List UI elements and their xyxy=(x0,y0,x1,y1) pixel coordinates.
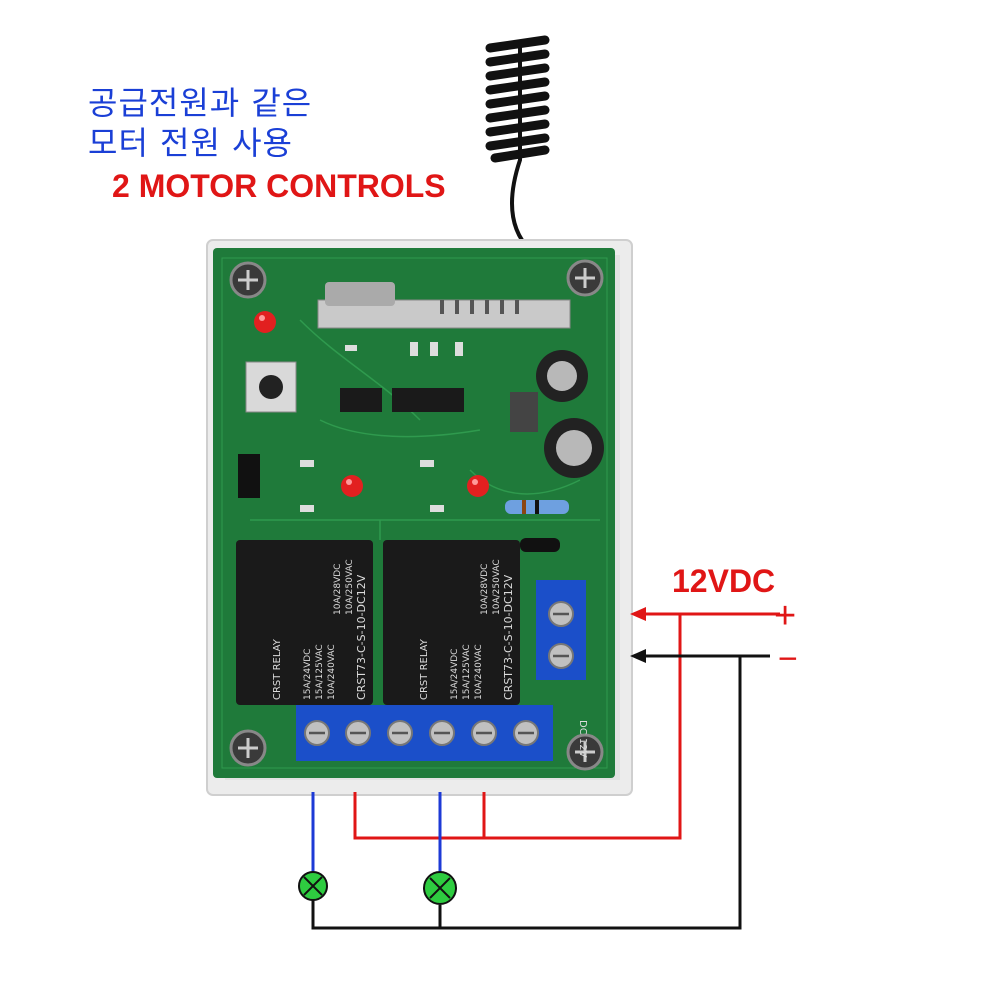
relay-2-rating-c: 15A/24VDC xyxy=(450,649,460,700)
relay-1-rating-b: 10A/250VAC xyxy=(345,559,355,615)
title-line-1: 공급전원과 같은 xyxy=(88,84,313,122)
subtitle: 2 MOTOR CONTROLS xyxy=(112,168,446,204)
relay-2-model: CRST73-C-S-10-DC12V xyxy=(502,574,515,700)
led-icon xyxy=(341,475,363,497)
negative-wire xyxy=(311,654,770,930)
relay-1-rating-d: 15A/125VAC xyxy=(315,644,325,700)
led-icon xyxy=(467,475,489,497)
relay-2: CRST RELAY CRST73-C-S-10-DC12V 10A/28VDC… xyxy=(383,540,520,705)
relay-2-rating-e: 10A/240VAC xyxy=(474,644,484,700)
capacitor xyxy=(536,350,588,402)
relay-2-rating-d: 15A/125VAC xyxy=(462,644,472,700)
screw-icon xyxy=(566,259,604,297)
capacitor xyxy=(544,418,604,478)
voltage-label: 12VDC xyxy=(672,563,775,599)
screw-icon xyxy=(566,733,604,771)
relay-2-brand: CRST RELAY xyxy=(419,638,430,700)
ic-chip xyxy=(392,388,464,412)
screw-icon xyxy=(229,729,267,767)
plus-label: + xyxy=(774,595,796,637)
ic-chip xyxy=(340,388,382,412)
relay-1-rating-a: 10A/28VDC xyxy=(333,564,343,615)
antenna-icon xyxy=(485,35,561,262)
relay-1-rating-e: 10A/240VAC xyxy=(327,644,337,700)
relay-1: CRST RELAY CRST73-C-S-10-DC12V 10A/28VDC… xyxy=(236,540,373,705)
power-terminal-block xyxy=(536,580,586,680)
output-terminal-block xyxy=(296,705,553,761)
minus-label: − xyxy=(778,640,798,678)
motor-wire xyxy=(311,792,442,874)
jumper xyxy=(238,454,260,498)
relay-1-rating-c: 15A/24VDC xyxy=(303,649,313,700)
title-line-2: 모터 전원 사용 xyxy=(88,124,293,162)
positive-wire xyxy=(353,612,780,840)
led-icon xyxy=(254,311,276,333)
dc-label: DC 12V xyxy=(577,720,588,758)
screw-icon xyxy=(229,261,267,299)
relay-2-rating-b: 10A/250VAC xyxy=(492,559,502,615)
relay-2-rating-a: 10A/28VDC xyxy=(480,564,490,615)
lamp-icon xyxy=(423,871,457,905)
relay-1-brand: CRST RELAY xyxy=(272,638,283,700)
relay-1-model: CRST73-C-S-10-DC12V xyxy=(355,574,368,700)
lamp-icon xyxy=(298,871,328,901)
